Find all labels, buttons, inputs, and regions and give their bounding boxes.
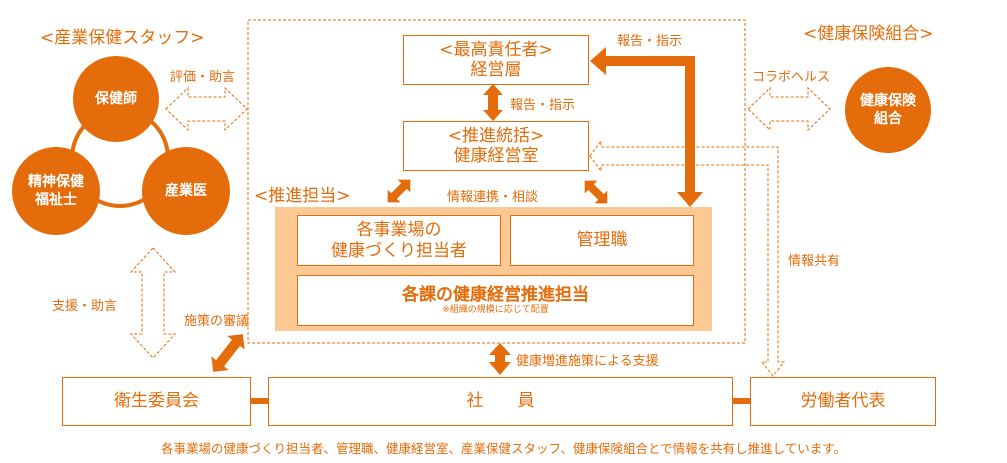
managers-label: 管理職 <box>576 230 628 251</box>
top-hq-double-arrow <box>483 84 503 121</box>
nurse-circle: 保健師 <box>73 56 159 142</box>
worker-rep-label: 労働者代表 <box>800 391 886 412</box>
dept-promotion-title: 各課の健康経営推進担当 <box>402 284 589 305</box>
collabo-label: コラボヘルス <box>752 70 831 85</box>
dept-promotion-box: 各課の健康経営推進担当 ※組織の規模に応じて配置 <box>297 275 694 326</box>
managers-box: 管理職 <box>510 215 694 266</box>
info-share-arrow <box>589 139 786 377</box>
top-management-name: 経営層 <box>470 60 522 80</box>
insurance-label-line2: 組合 <box>874 111 902 127</box>
evaluation-double-arrow <box>165 86 248 132</box>
worker-rep-box: 労働者代表 <box>750 377 936 426</box>
left-diagonal-arrow <box>387 179 411 203</box>
collabo-double-arrow <box>747 86 831 132</box>
insurance-circle: 健康保険 組合 <box>845 67 931 153</box>
psw-circle: 精神保健 福祉士 <box>12 147 100 235</box>
top-management-title: <最高責任者> <box>439 39 553 60</box>
policy-deliberation-label: 施策の審議 <box>184 314 250 329</box>
report-label-upper: 報告・指示 <box>617 34 683 49</box>
health-support-label: 健康増進施策による支援 <box>516 354 659 369</box>
report-arrow <box>590 47 703 207</box>
doctor-label: 産業医 <box>165 182 207 199</box>
psw-label-line2: 福祉士 <box>35 192 77 208</box>
insurance-title: <健康保険組合> <box>803 24 934 44</box>
liaison-label: 情報連携・相談 <box>447 190 539 205</box>
employee-rep-connector <box>732 398 750 404</box>
policy-diagonal-arrow <box>211 334 245 372</box>
hq-box: <推進統括> 健康経営室 <box>403 121 589 171</box>
doctor-circle: 産業医 <box>142 147 230 235</box>
top-management-box: <最高責任者> 経営層 <box>403 35 589 85</box>
site-health-staff-line2: 健康づくり担当者 <box>331 240 467 261</box>
site-health-staff-line1: 各事業場の <box>356 220 442 241</box>
footer-note: 各事業場の健康づくり担当者、管理職、健康経営室、産業保健スタッフ、健康保険組合と… <box>160 441 846 456</box>
psw-label-line1: 精神保健 <box>28 173 84 190</box>
support-employee-double-arrow <box>489 343 511 375</box>
nurse-label: 保健師 <box>95 90 137 107</box>
support-vertical-double-arrow <box>129 247 177 359</box>
health-committee-label: 衛生委員会 <box>114 391 199 412</box>
hq-name: 健康経営室 <box>453 146 539 166</box>
hq-title: <推進統括> <box>447 125 545 146</box>
site-health-staff-box: 各事業場の 健康づくり担当者 <box>297 215 501 266</box>
evaluation-label: 評価・助言 <box>170 70 236 85</box>
dept-promotion-note: ※組織の規模に応じて配置 <box>442 305 549 316</box>
support-advice-label: 支援・助言 <box>52 299 118 314</box>
report-label-middle: 報告・指示 <box>510 98 576 113</box>
employees-box: 社 員 <box>268 377 733 426</box>
employees-label: 社 員 <box>466 391 535 412</box>
info-share-label: 情報共有 <box>788 254 841 269</box>
health-committee-box: 衛生委員会 <box>62 377 251 426</box>
promotion-title: <推進担当> <box>254 186 351 206</box>
right-diagonal-arrow <box>584 180 608 204</box>
occupational-health-title: <産業保健スタッフ> <box>40 28 205 48</box>
committee-employee-connector <box>250 398 268 404</box>
insurance-label-line1: 健康保険 <box>860 92 916 109</box>
